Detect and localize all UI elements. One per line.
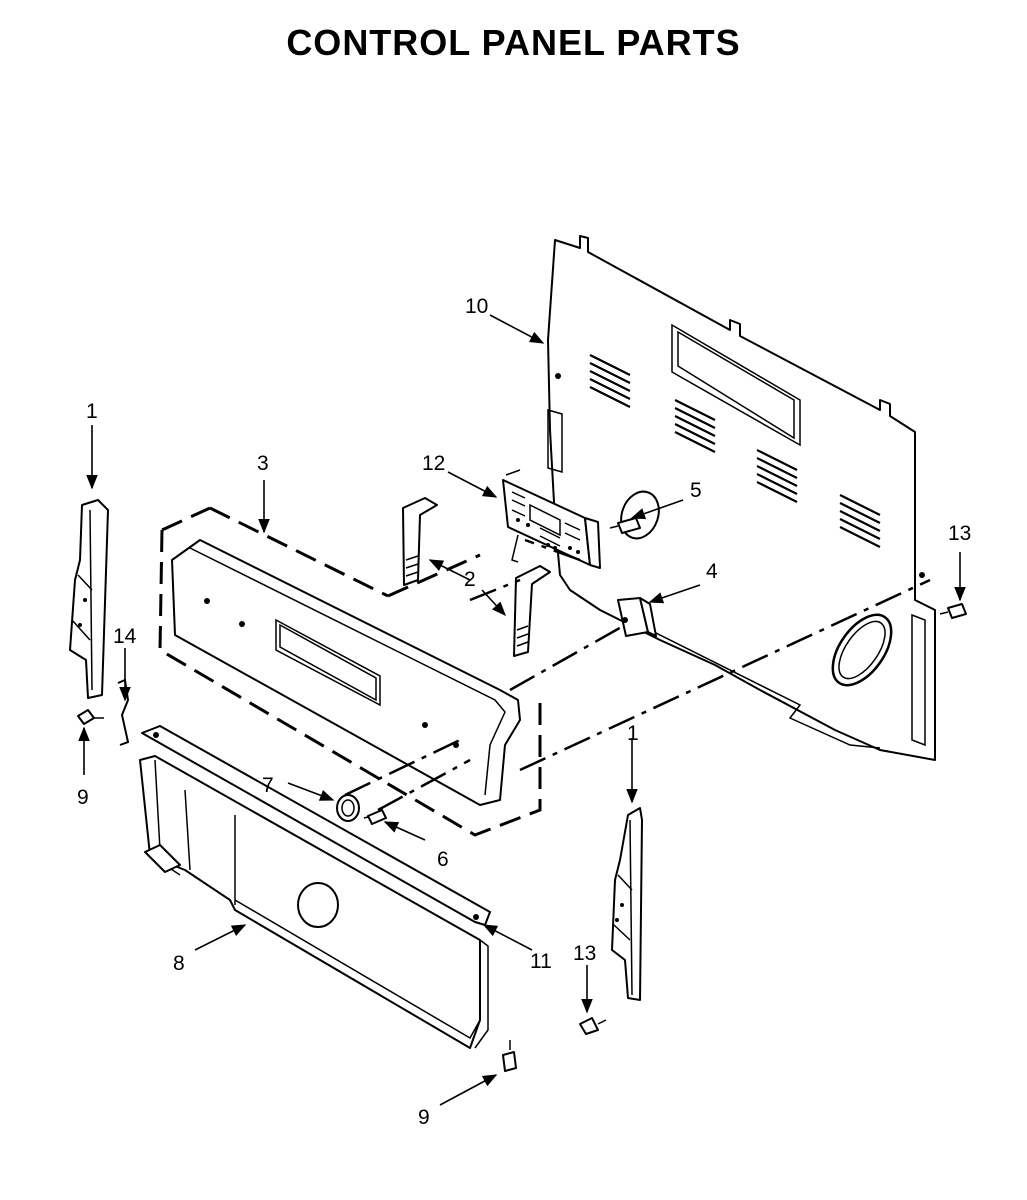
vent-slots-3: [756, 449, 798, 503]
side-bracket-right-part-1: [611, 807, 643, 1001]
screw-bottom-part-13: [579, 1017, 607, 1035]
callout-labels: 1 1 2 3 4 5 6 7 8 9 9 10 11 12 13 13 14: [77, 295, 971, 1129]
ref-line-2: [509, 623, 626, 692]
vent-slots-1: [589, 354, 631, 408]
callout-4: 4: [706, 560, 718, 583]
callout-12: 12: [422, 452, 445, 475]
screw-right-part-13: [939, 603, 967, 619]
callout-10: 10: [465, 295, 488, 318]
callout-11: 11: [530, 950, 552, 973]
terminal-block-part-4: [617, 597, 657, 637]
side-bracket-left-part-1: [69, 499, 109, 699]
callout-13-bottom: 13: [573, 942, 596, 965]
ref-line-4: [469, 578, 521, 602]
callout-9-bottom: 9: [418, 1106, 430, 1129]
end-cap-lower-part-2: [513, 565, 551, 657]
screw-bottom-part-9: [502, 1040, 517, 1072]
callout-13-right: 13: [948, 522, 971, 545]
lower-panel-part-8: [139, 755, 489, 1049]
page-title: CONTROL PANEL PARTS: [286, 22, 741, 63]
rear-panel-part-10: [547, 235, 936, 761]
leader-arrows: [78, 314, 966, 1106]
callout-5: 5: [690, 479, 702, 502]
callout-3: 3: [257, 452, 269, 475]
screw-part-6: [363, 809, 387, 825]
vent-slots-4: [839, 494, 881, 548]
ref-line-3: [519, 578, 931, 772]
knob-part-7: [336, 794, 360, 822]
callout-1-left: 1: [86, 400, 98, 423]
trim-strip-part-11: [141, 725, 491, 926]
console-part-3: [158, 506, 542, 837]
ref-line-1: [524, 538, 581, 562]
callout-8: 8: [173, 952, 185, 975]
ref-line-5: [344, 738, 461, 797]
callout-1-right: 1: [627, 722, 639, 745]
grommet-part-5: [609, 490, 660, 540]
oval-cutout: [831, 613, 893, 687]
callout-9-left: 9: [77, 786, 89, 809]
end-cap-upper-part-2: [402, 497, 438, 586]
callout-6: 6: [437, 848, 449, 871]
clip-part-14: [117, 678, 130, 746]
vent-slots-2: [674, 399, 716, 453]
ref-line-6: [377, 758, 471, 812]
electronic-control-part-12: [502, 469, 601, 569]
callout-7: 7: [262, 774, 274, 797]
callout-2: 2: [464, 568, 476, 591]
callout-14: 14: [113, 625, 137, 648]
screw-left-part-9: [77, 709, 104, 725]
